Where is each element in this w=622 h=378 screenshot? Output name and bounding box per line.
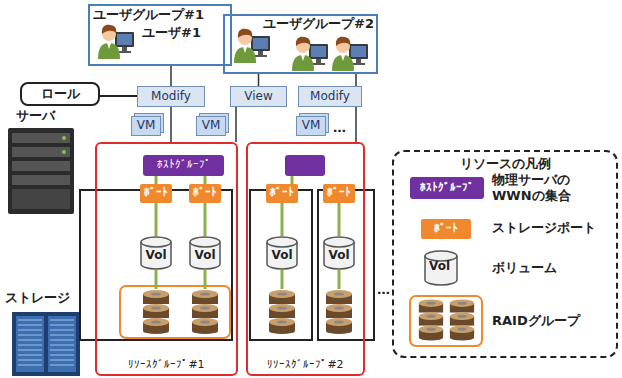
legend-text: 物理サーバの WWNの集合 xyxy=(492,172,602,205)
connector-line xyxy=(204,176,207,184)
vm-box: VM xyxy=(196,116,226,136)
node-text: Vol xyxy=(146,249,167,263)
node-text: Vol xyxy=(272,249,293,263)
label-text: Vol xyxy=(429,259,450,273)
node-text: VM xyxy=(202,119,221,133)
node-text: Vol xyxy=(195,249,216,263)
legend-text: RAIDグループ xyxy=(492,313,580,329)
disk-stack xyxy=(143,290,169,334)
node-text: ﾎｽﾄｸﾞﾙｰﾌﾟ xyxy=(157,159,211,172)
user-icon xyxy=(332,37,368,71)
node-text: ユーザグループ#1 xyxy=(93,8,204,23)
sample-text: ﾎｽﾄｸﾞﾙｰﾌﾟ xyxy=(420,182,474,195)
label-text: … xyxy=(333,120,346,135)
port-box: ﾎﾟｰﾄ xyxy=(140,184,172,203)
connector-line xyxy=(338,203,341,236)
user-icon xyxy=(292,37,328,71)
port-box: ﾎﾟｰﾄ xyxy=(266,184,298,203)
disk-stack xyxy=(192,290,218,334)
server-picture xyxy=(8,128,74,214)
node-text: VM xyxy=(302,119,321,133)
disk-stack xyxy=(269,290,295,334)
label-text: サーバ xyxy=(16,107,55,125)
connector-line xyxy=(235,107,237,142)
role-box: Modify xyxy=(137,86,205,107)
node-text: Modify xyxy=(151,90,191,104)
volume-cylinder: Vol xyxy=(266,236,298,270)
volume-cylinder: Vol xyxy=(189,236,221,270)
volume-cylinder: Vol xyxy=(323,236,355,270)
vm-box: VM xyxy=(131,116,161,136)
role-box: Modify xyxy=(298,86,362,107)
storage-frame xyxy=(318,190,374,340)
node-text: Modify xyxy=(310,90,350,104)
node-text: ロール xyxy=(41,87,80,102)
resource-group: ﾘｿｰｽｸﾞﾙｰﾌﾟ#1 ﾎｽﾄｸﾞﾙｰﾌﾟ ﾎﾟｰﾄ ﾎﾟｰﾄ Vol Vol xyxy=(95,142,238,376)
host-group-box: ﾎｽﾄｸﾞﾙｰﾌﾟ xyxy=(143,155,224,176)
resource-group: ﾘｿｰｽｸﾞﾙｰﾌﾟ#2 ﾎﾟｰﾄ ﾎﾟｰﾄ Vol Vol xyxy=(246,142,365,376)
legend-volume-sample xyxy=(425,251,457,285)
label-text: ストレージ xyxy=(5,289,70,307)
node-text: リソースの凡例 xyxy=(460,157,551,172)
legend-swatch: ﾎﾟｰﾄ xyxy=(421,219,471,239)
storage-frame xyxy=(80,190,232,340)
connector-line xyxy=(204,203,207,236)
user-icon xyxy=(98,25,134,59)
user-icon xyxy=(234,29,270,63)
connector-line xyxy=(258,74,260,86)
connector-line xyxy=(170,107,172,142)
user-group-box: ユーザグループ#1 ユーザ#1 xyxy=(88,4,232,66)
node-text: ﾎﾟｰﾄ xyxy=(144,187,168,200)
connector-line xyxy=(170,66,172,86)
host-group-box xyxy=(285,155,325,176)
connector-line xyxy=(355,107,357,142)
connector-line xyxy=(155,203,158,236)
role-box: View xyxy=(230,86,287,107)
port-box: ﾎﾟｰﾄ xyxy=(323,184,355,203)
connector-line xyxy=(100,95,137,97)
disk-stack xyxy=(326,290,352,334)
volume-cylinder: Vol xyxy=(140,236,172,270)
node-text: View xyxy=(244,90,272,104)
legend-raid-sample xyxy=(410,296,482,346)
connector-line xyxy=(155,176,158,184)
legend-text: ボリューム xyxy=(492,260,557,276)
sample-text: ﾎﾟｰﾄ xyxy=(434,223,458,236)
disk-stack xyxy=(419,299,443,340)
node-text: VM xyxy=(137,119,156,133)
node-text: ユーザ#1 xyxy=(142,26,201,41)
node-text: ﾘｿｰｽｸﾞﾙｰﾌﾟ#2 xyxy=(267,359,343,372)
port-box: ﾎﾟｰﾄ xyxy=(189,184,221,203)
label-text: … xyxy=(377,282,390,297)
node-text: ﾎﾟｰﾄ xyxy=(270,187,294,200)
node-text: ユーザグループ#2 xyxy=(263,17,374,32)
node-text: Vol xyxy=(329,249,350,263)
node-text: ﾎﾟｰﾄ xyxy=(193,187,217,200)
node-text: ﾘｿｰｽｸﾞﾙｰﾌﾟ#1 xyxy=(128,359,204,372)
storage-picture xyxy=(12,312,80,376)
connector-line xyxy=(281,203,284,236)
storage-stripes xyxy=(18,320,74,365)
disk-stack xyxy=(450,299,474,340)
legend-swatch: ﾎｽﾄｸﾞﾙｰﾌﾟ xyxy=(410,177,484,199)
callout-box: ロール xyxy=(20,82,100,106)
connector-line xyxy=(355,74,357,86)
vm-box: VM xyxy=(296,116,326,136)
raid-group xyxy=(120,286,230,338)
node-text: ﾎﾟｰﾄ xyxy=(327,187,351,200)
storage-frame xyxy=(250,190,312,340)
user-group-box: ユーザグループ#2 xyxy=(223,14,378,74)
legend-text: ストレージポート xyxy=(492,220,596,236)
